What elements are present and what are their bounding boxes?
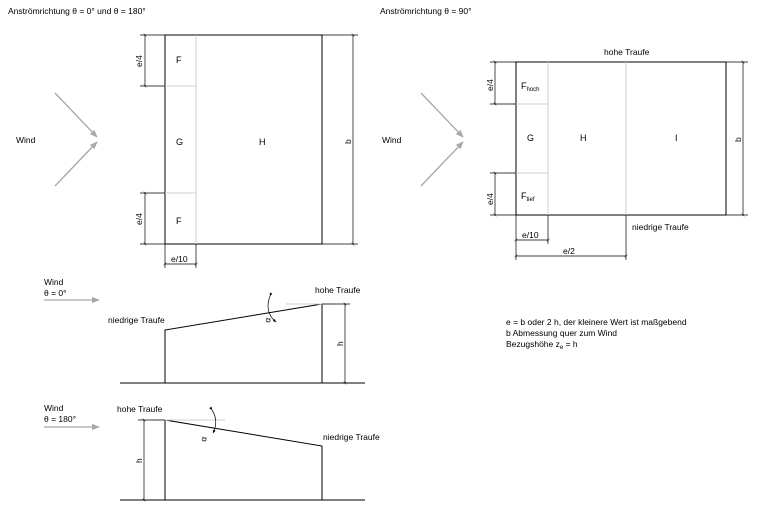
roof-outline bbox=[515, 61, 727, 216]
eave-high-label: hohe Traufe bbox=[604, 47, 650, 57]
wind-label: Wind bbox=[44, 403, 64, 413]
dim-e10: e/10 bbox=[522, 230, 539, 240]
section-theta-0: Wind θ = 0° α niedrige Traufe hohe Trauf… bbox=[44, 277, 365, 385]
wind-arrow-icon bbox=[420, 92, 464, 187]
dim-e4-bottom: e/4 bbox=[134, 213, 144, 225]
building-section bbox=[164, 303, 323, 383]
wind-arrow-icon bbox=[54, 92, 98, 187]
dimension-e4 bbox=[140, 33, 165, 246]
angle-alpha: α bbox=[262, 317, 273, 324]
building-section bbox=[164, 419, 323, 500]
dim-e2: e/2 bbox=[563, 246, 575, 256]
roof-outline bbox=[164, 34, 323, 245]
notes: e = b oder 2 h, der kleinere Wert ist ma… bbox=[506, 317, 687, 351]
eave-low-label: niedrige Traufe bbox=[323, 432, 380, 442]
angle-alpha: α bbox=[198, 436, 209, 443]
right-plan: Anströmrichtung θ = 90° Wind hohe Traufe… bbox=[380, 6, 748, 260]
dim-e4-top: e/4 bbox=[134, 55, 144, 67]
theta-label: θ = 0° bbox=[44, 288, 67, 298]
eave-low-label: niedrige Traufe bbox=[108, 315, 165, 325]
dimension-e10 bbox=[163, 244, 198, 268]
dimension-e10-e2 bbox=[514, 215, 628, 260]
dimension-b bbox=[322, 33, 358, 246]
left-plan: Anströmrichtung θ = 0° und θ = 180° Wind… bbox=[8, 6, 358, 268]
dim-h: h bbox=[335, 341, 345, 346]
zone-f-top: F bbox=[176, 55, 182, 65]
note-line-1: e = b oder 2 h, der kleinere Wert ist ma… bbox=[506, 317, 687, 327]
zone-f-hoch: Fhoch bbox=[521, 81, 540, 93]
angle-arc bbox=[267, 292, 277, 323]
eave-high-label: hohe Traufe bbox=[117, 404, 163, 414]
dim-h: h bbox=[134, 458, 144, 463]
wind-label: Wind bbox=[382, 135, 402, 145]
dimension-e4 bbox=[490, 60, 516, 217]
zone-i: I bbox=[675, 133, 678, 143]
dimension-b bbox=[726, 60, 748, 217]
dim-b: b bbox=[733, 137, 743, 142]
zone-h: H bbox=[580, 133, 587, 143]
dim-e10: e/10 bbox=[171, 254, 188, 264]
left-plan-title: Anströmrichtung θ = 0° und θ = 180° bbox=[8, 6, 146, 16]
eave-high-label: hohe Traufe bbox=[315, 285, 361, 295]
zone-h: H bbox=[259, 137, 266, 147]
eave-low-label: niedrige Traufe bbox=[632, 222, 689, 232]
dimension-h bbox=[322, 302, 350, 385]
dim-e4-top: e/4 bbox=[485, 79, 495, 91]
dim-b: b bbox=[343, 139, 353, 144]
right-plan-title: Anströmrichtung θ = 90° bbox=[380, 6, 472, 16]
zone-f-tief: Ftief bbox=[521, 191, 535, 203]
angle-arc bbox=[209, 406, 217, 434]
section-theta-180: Wind θ = 180° α hohe Traufe niedrige Tra… bbox=[44, 403, 380, 502]
theta-label: θ = 180° bbox=[44, 414, 76, 424]
zone-g: G bbox=[176, 137, 183, 147]
note-line-2: b Abmessung quer zum Wind bbox=[506, 328, 617, 338]
dimension-h bbox=[138, 418, 165, 502]
zone-g: G bbox=[527, 133, 534, 143]
zone-f-bottom: F bbox=[176, 216, 182, 226]
wind-label: Wind bbox=[16, 135, 36, 145]
wind-label: Wind bbox=[44, 277, 64, 287]
note-line-3: Bezugshöhe ze = h bbox=[506, 339, 578, 351]
dim-e4-bottom: e/4 bbox=[485, 193, 495, 205]
